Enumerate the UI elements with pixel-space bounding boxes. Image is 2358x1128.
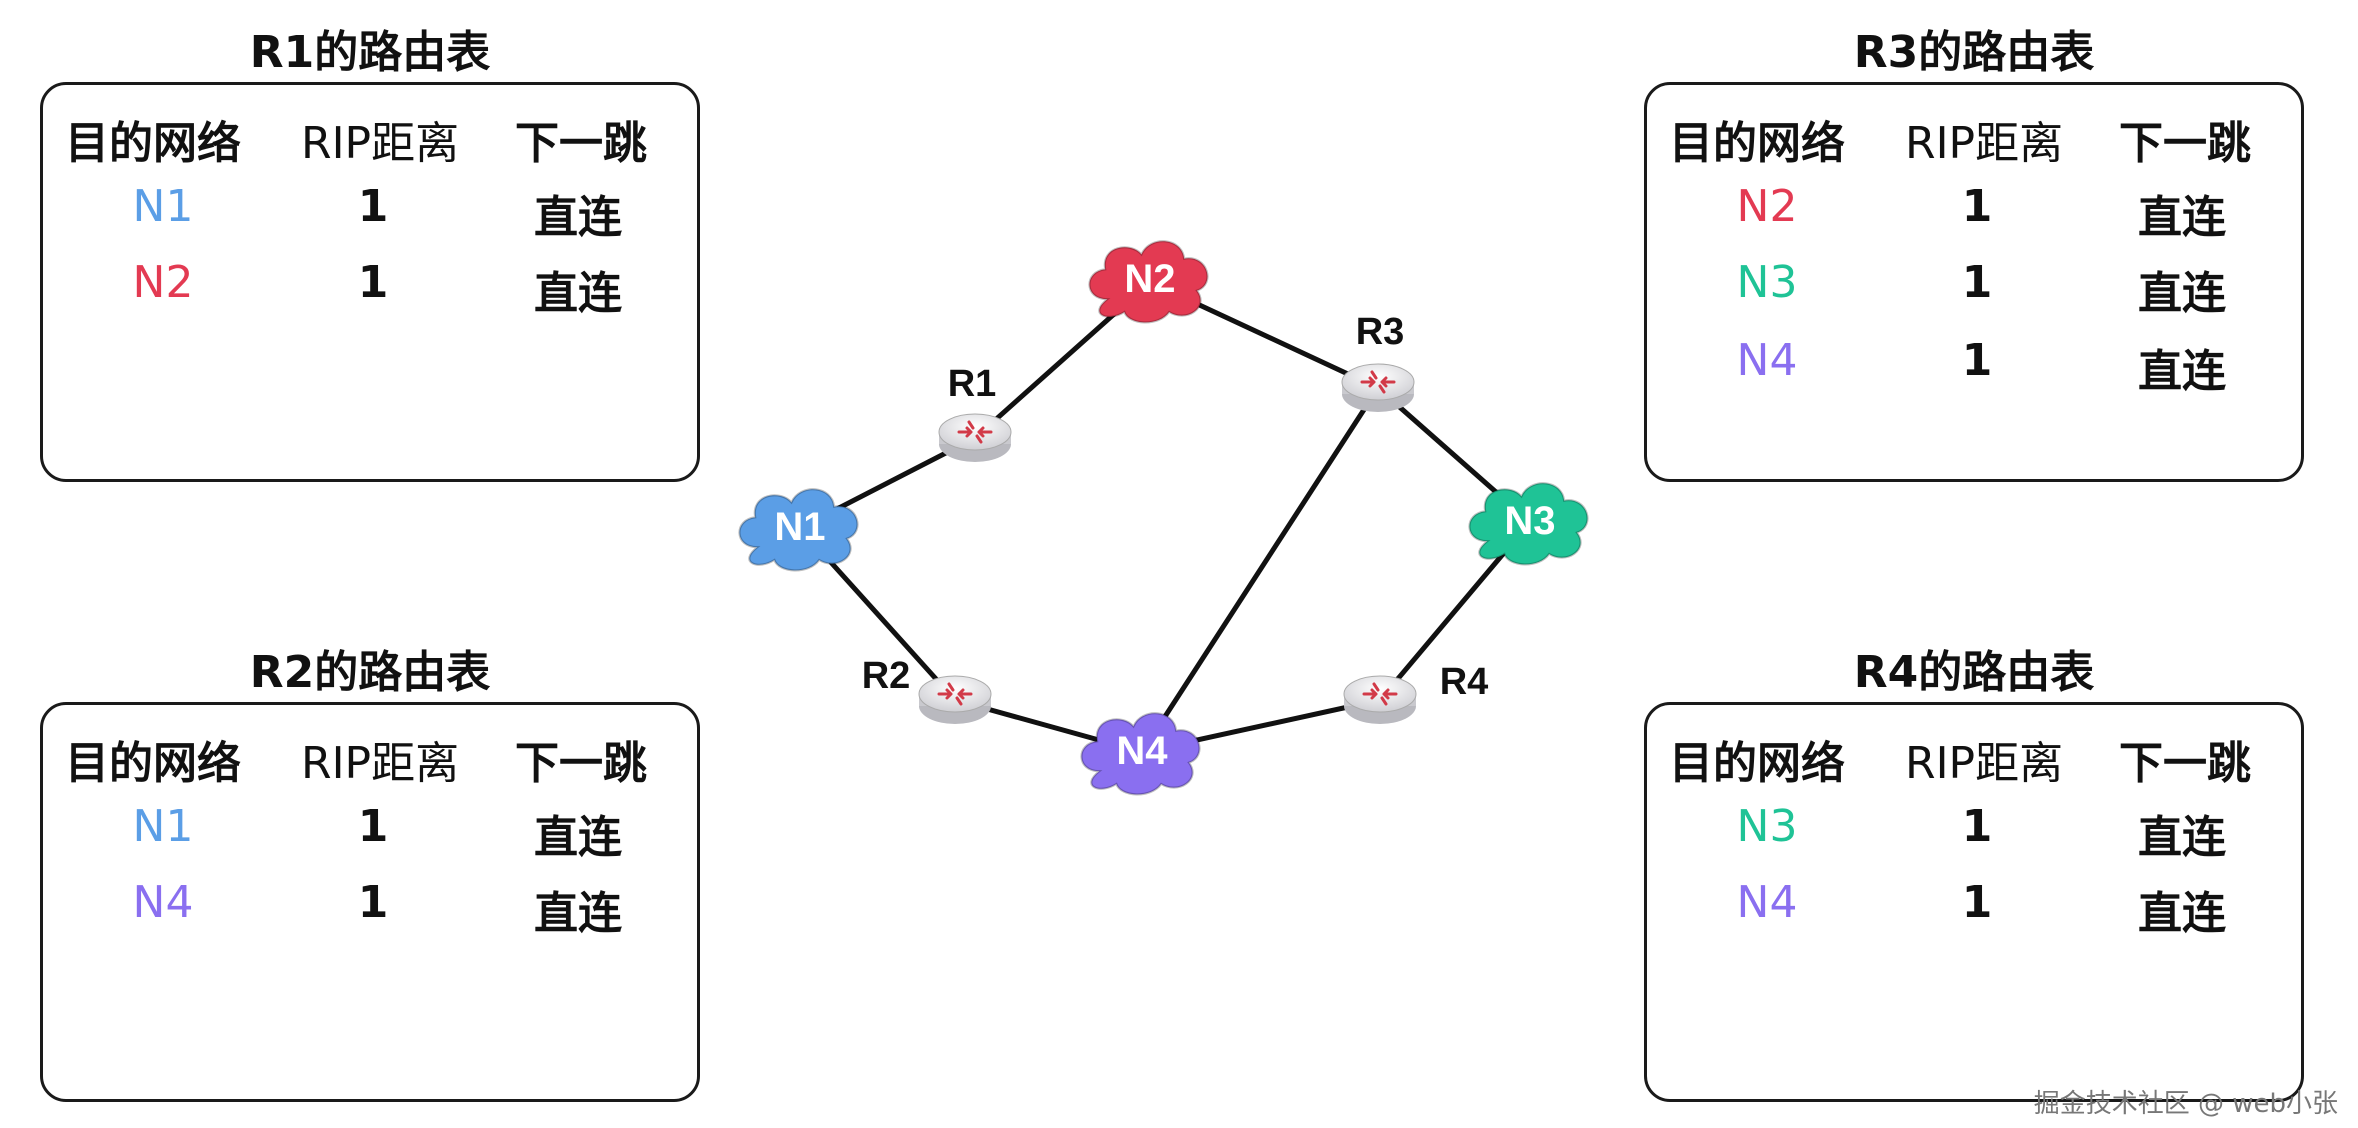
header-dest-network: 目的网络 [65, 118, 241, 169]
network-label-n3: N3 [1504, 499, 1555, 543]
row-network: N3 [1736, 801, 1798, 852]
header-rip-distance: RIP距离 [301, 118, 460, 169]
row-distance: 1 [357, 181, 389, 232]
router-r3: R3 [1340, 311, 1416, 414]
router-label-r2: R2 [862, 655, 911, 697]
row-next-hop: 直连 [534, 192, 622, 243]
r2-routing-table: 目的网络 RIP距离 下一跳 N1 1 直连 N4 1 直连 [40, 702, 700, 1102]
router-icon [937, 412, 1013, 464]
network-cloud-n4: N4 [1080, 712, 1201, 796]
network-label-n1: N1 [774, 505, 825, 549]
router-icon [917, 674, 993, 726]
row-network: N2 [1736, 181, 1798, 232]
row-next-hop: 直连 [534, 268, 622, 319]
router-label-r1: R1 [948, 363, 997, 405]
header-dest-network: 目的网络 [1669, 738, 1845, 789]
r1-table-title: R1的路由表 [249, 27, 491, 78]
table-row: N3 1 直连 [1647, 801, 2301, 877]
r3-routing-table: 目的网络 RIP距离 下一跳 N2 1 直连 N3 1 直连 N4 1 直连 [1644, 82, 2304, 482]
network-cloud-n1: N1 [738, 488, 859, 572]
row-network: N1 [132, 801, 194, 852]
header-dest-network: 目的网络 [65, 738, 241, 789]
header-next-hop: 下一跳 [2119, 738, 2251, 789]
header-rip-distance: RIP距离 [1905, 738, 2064, 789]
header-dest-network: 目的网络 [1669, 118, 1845, 169]
row-next-hop: 直连 [2138, 192, 2226, 243]
table-row: N1 1 直连 [43, 801, 697, 877]
row-distance: 1 [357, 801, 389, 852]
router-icon [1340, 362, 1416, 414]
table-row: N2 1 直连 [1647, 181, 2301, 257]
row-next-hop: 直连 [534, 888, 622, 939]
row-next-hop: 直连 [2138, 346, 2226, 397]
row-next-hop: 直连 [534, 812, 622, 863]
header-rip-distance: RIP距离 [301, 738, 460, 789]
row-network: N3 [1736, 257, 1798, 308]
router-icon [1342, 674, 1418, 726]
r3-table-title: R3的路由表 [1853, 27, 2095, 78]
r2-table-title: R2的路由表 [249, 647, 491, 698]
r4-table-title: R4的路由表 [1853, 647, 2095, 698]
table-row: N1 1 直连 [43, 181, 697, 257]
row-distance: 1 [1961, 335, 1993, 386]
network-label-n4: N4 [1116, 729, 1168, 773]
header-next-hop: 下一跳 [2119, 118, 2251, 169]
router-label-r3: R3 [1356, 311, 1405, 353]
link-n4-r3 [1139, 386, 1381, 754]
row-next-hop: 直连 [2138, 268, 2226, 319]
row-distance: 1 [1961, 257, 1993, 308]
row-network: N4 [1736, 877, 1798, 928]
network-cloud-n2: N2 [1088, 240, 1209, 324]
row-network: N4 [132, 877, 194, 928]
table-row: N3 1 直连 [1647, 257, 2301, 333]
row-network: N4 [1736, 335, 1798, 386]
router-r1: R1 [937, 363, 1013, 464]
r4-routing-table: 目的网络 RIP距离 下一跳 N3 1 直连 N4 1 直连 [1644, 702, 2304, 1102]
router-r4: R4 [1342, 661, 1489, 726]
header-next-hop: 下一跳 [515, 118, 647, 169]
row-next-hop: 直连 [2138, 812, 2226, 863]
header-rip-distance: RIP距离 [1905, 118, 2064, 169]
row-distance: 1 [1961, 181, 1993, 232]
header-next-hop: 下一跳 [515, 738, 647, 789]
row-network: N1 [132, 181, 194, 232]
table-row: N4 1 直连 [1647, 335, 2301, 411]
row-distance: 1 [357, 257, 389, 308]
row-next-hop: 直连 [2138, 888, 2226, 939]
r1-routing-table: 目的网络 RIP距离 下一跳 N1 1 直连 N2 1 直连 [40, 82, 700, 482]
table-row: N4 1 直连 [43, 877, 697, 953]
row-distance: 1 [357, 877, 389, 928]
router-label-r4: R4 [1440, 661, 1489, 703]
network-label-n2: N2 [1124, 257, 1175, 301]
row-network: N2 [132, 257, 194, 308]
watermark: 掘金技术社区 @ web小张 [2033, 1089, 2338, 1119]
row-distance: 1 [1961, 801, 1993, 852]
table-row: N2 1 直连 [43, 257, 697, 333]
row-distance: 1 [1961, 877, 1993, 928]
network-cloud-n3: N3 [1468, 482, 1589, 566]
router-r2: R2 [862, 655, 993, 726]
table-row: N4 1 直连 [1647, 877, 2301, 953]
